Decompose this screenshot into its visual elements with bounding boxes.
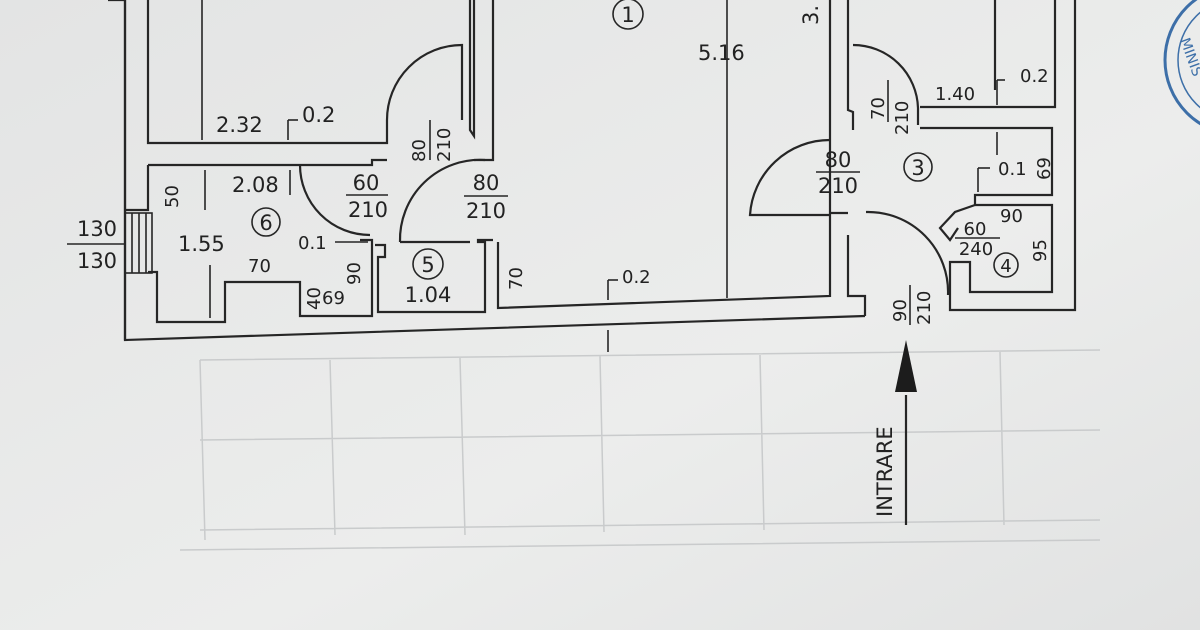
door-80-room3-w: 80 bbox=[825, 148, 852, 172]
entrance-arrow: INTRARE bbox=[873, 340, 917, 525]
dim-0-2-bottom: 0.2 bbox=[622, 267, 651, 288]
dimension-labels: 5.16 3. 2.32 0.2 2.08 1.55 50 70 0.1 90 … bbox=[162, 5, 1055, 310]
dim-0-1-room6: 0.1 bbox=[298, 233, 327, 254]
dim-90-room4: 90 bbox=[1000, 206, 1023, 227]
dim-40: 40 bbox=[304, 287, 325, 310]
dim-2-32: 2.32 bbox=[216, 113, 263, 137]
door-60-h: 210 bbox=[348, 198, 388, 222]
dimension-lines bbox=[67, 0, 1005, 352]
entrance-label: INTRARE bbox=[873, 426, 897, 517]
door-80-room3-h: 210 bbox=[818, 174, 858, 198]
door-70-h: 210 bbox=[892, 101, 913, 135]
room-6-number: 6 bbox=[259, 211, 272, 235]
door-80-top-h: 210 bbox=[434, 128, 455, 162]
door-80-top-w: 80 bbox=[409, 139, 430, 162]
dim-0-2-right: 0.2 bbox=[1020, 66, 1049, 87]
stairs-height: 130 bbox=[77, 249, 117, 273]
door-70-w: 70 bbox=[868, 97, 889, 120]
door-labels: 130 130 80 210 60 210 80 210 70 210 80 2… bbox=[77, 80, 1000, 325]
room-5-area: 1.04 bbox=[405, 283, 452, 307]
room-4-number: 4 bbox=[1000, 256, 1011, 277]
dim-5-16: 5.16 bbox=[698, 41, 745, 65]
dim-69-room3: 69 bbox=[1034, 157, 1055, 180]
stairs-width: 130 bbox=[77, 217, 117, 241]
door-swings bbox=[298, 43, 976, 296]
dim-70-room5: 70 bbox=[506, 267, 527, 290]
door-60-w: 60 bbox=[353, 171, 380, 195]
door-80-room5-h: 210 bbox=[466, 199, 506, 223]
room-1-number: 1 bbox=[621, 3, 634, 27]
door-60-240-h: 240 bbox=[959, 239, 993, 260]
dim-69-room6: 69 bbox=[322, 288, 345, 309]
arrow-up-icon bbox=[895, 340, 917, 392]
dim-1-40: 1.40 bbox=[935, 84, 975, 105]
dim-0-2-top: 0.2 bbox=[302, 103, 335, 127]
walls bbox=[108, 0, 1077, 342]
room-markers: 1 3 4 5 1.04 6 bbox=[251, 0, 1019, 307]
dim-top-partial: 3. bbox=[799, 5, 823, 25]
door-entry-h: 210 bbox=[914, 291, 935, 325]
dim-1-55: 1.55 bbox=[178, 232, 225, 256]
dim-50: 50 bbox=[162, 185, 183, 208]
dim-90-room6: 90 bbox=[344, 262, 365, 285]
dim-2-08: 2.08 bbox=[232, 173, 279, 197]
door-entry-w: 90 bbox=[890, 299, 911, 322]
door-60-240-w: 60 bbox=[964, 219, 987, 240]
dim-0-1-room3: 0.1 bbox=[998, 159, 1027, 180]
room-3-number: 3 bbox=[911, 156, 924, 180]
door-80-room5-w: 80 bbox=[473, 171, 500, 195]
dim-95-room4: 95 bbox=[1030, 239, 1051, 262]
room-5-number: 5 bbox=[421, 253, 434, 277]
dim-70-room6: 70 bbox=[248, 256, 271, 277]
bleed-through-ghost bbox=[179, 349, 1101, 551]
